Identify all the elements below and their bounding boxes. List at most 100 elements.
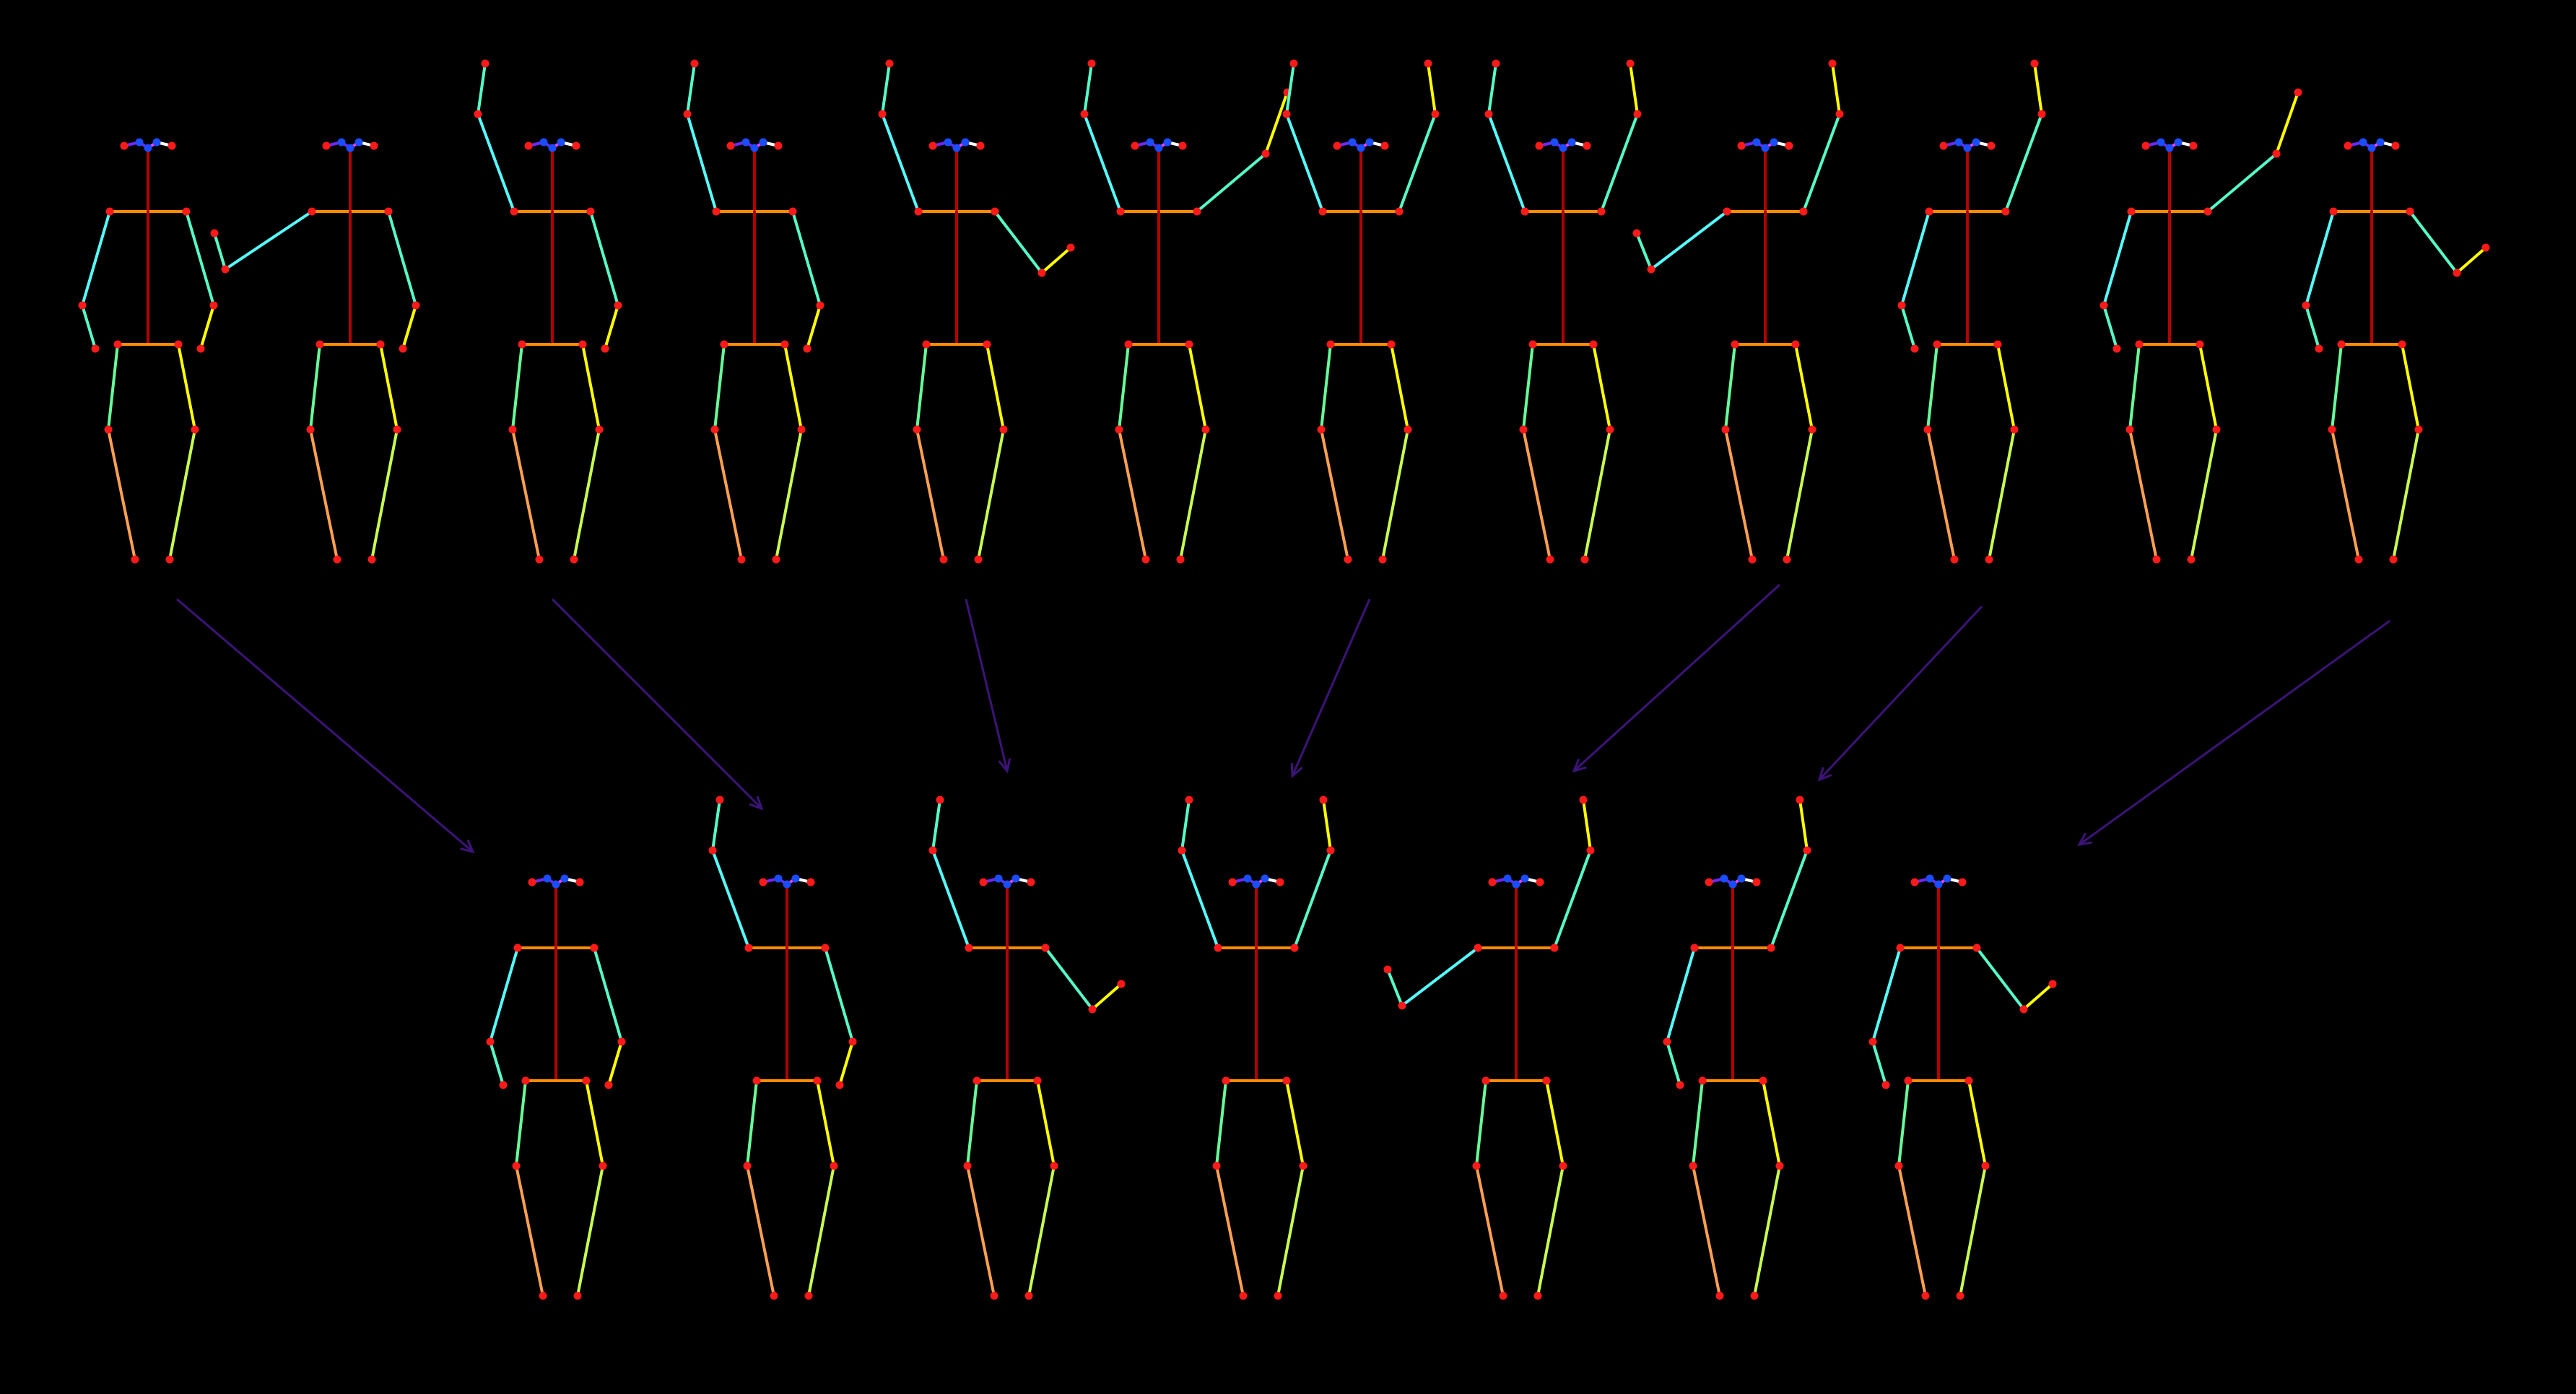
joint	[535, 555, 544, 564]
joint	[752, 1076, 761, 1085]
face-joint	[1963, 144, 1972, 152]
joint	[191, 425, 199, 434]
arrow-layer	[176, 583, 2390, 854]
left-upper-arm-bone	[1600, 113, 1639, 213]
joint	[2141, 141, 2150, 150]
arrowhead-icon	[2077, 832, 2092, 847]
joint	[210, 229, 219, 238]
left-upper-arm-bone	[1293, 849, 1332, 949]
joint	[367, 555, 376, 564]
right-shin-bone	[1724, 428, 1754, 561]
joint	[2037, 110, 2046, 118]
joint	[1115, 425, 1123, 434]
joint	[743, 1162, 752, 1170]
joint	[1580, 555, 1589, 564]
joint	[1985, 555, 1993, 564]
face-joint	[1503, 874, 1512, 883]
joint	[1579, 796, 1588, 804]
joint	[384, 207, 393, 216]
joint	[720, 340, 728, 349]
joint	[928, 846, 937, 855]
joint	[1721, 425, 1730, 434]
joint	[1066, 243, 1075, 252]
joint	[322, 141, 331, 150]
joint	[1088, 1005, 1097, 1014]
joint	[976, 141, 985, 150]
joint	[2048, 980, 2057, 988]
joint	[2398, 340, 2406, 349]
joint	[1124, 340, 1133, 349]
joint	[1796, 796, 1804, 804]
left-shin-bone	[1988, 428, 2016, 561]
right-thigh-bone	[915, 343, 928, 431]
face-joint	[1261, 874, 1269, 883]
joint	[1290, 944, 1299, 952]
joint	[1993, 340, 2002, 349]
arrowhead-icon	[1572, 758, 1587, 773]
right-upper-arm-bone	[477, 113, 515, 213]
left-shin-bone	[775, 428, 803, 561]
arrowhead-icon	[1290, 762, 1303, 779]
joint	[2344, 141, 2352, 150]
joint	[1027, 878, 1035, 887]
joint	[1835, 110, 1844, 118]
right-upper-arm-bone	[1487, 113, 1526, 213]
joint	[1404, 425, 1412, 434]
right-upper-arm-bone	[1650, 210, 1728, 271]
joint	[1378, 555, 1387, 564]
joint	[1626, 59, 1635, 68]
pose-src-9	[1632, 59, 1844, 564]
left-thigh-bone	[1794, 343, 1814, 431]
joint	[306, 425, 315, 434]
right-thigh-bone	[713, 343, 726, 431]
joint	[1387, 340, 1396, 349]
joint	[928, 141, 937, 150]
joint	[1775, 1162, 1784, 1170]
left-upper-arm-bone	[2206, 152, 2278, 213]
joint	[1894, 1162, 1903, 1170]
right-shin-bone	[1118, 428, 1147, 561]
joint	[2337, 340, 2346, 349]
joint	[1690, 944, 1699, 952]
joint	[1542, 1076, 1551, 1085]
joint	[1731, 340, 1739, 349]
left-shin-bone	[1753, 1164, 1781, 1297]
arrowhead-icon	[460, 839, 475, 854]
face-joint	[1728, 880, 1737, 889]
joint	[806, 878, 815, 887]
face-joint	[1146, 138, 1154, 147]
joint	[1214, 944, 1222, 952]
left-forearm-bone	[401, 304, 417, 350]
joint	[1319, 796, 1328, 804]
arrowhead-icon	[749, 796, 764, 811]
right-forearm-bone	[881, 62, 891, 116]
joint	[1185, 340, 1193, 349]
link-arrow-src-5-out-3	[965, 598, 1009, 772]
face-joint	[1163, 138, 1172, 147]
pose-src-12	[2302, 138, 2490, 564]
link-arrow-src-1-out-1	[176, 598, 474, 853]
pose-out-3	[928, 796, 1126, 1300]
right-thigh-bone	[1926, 343, 1938, 431]
right-shin-bone	[1320, 428, 1349, 561]
joint	[120, 141, 129, 150]
joint	[1750, 1291, 1759, 1300]
joint	[1589, 340, 1598, 349]
left-thigh-bone	[816, 1079, 835, 1167]
right-upper-arm-bone	[1083, 113, 1122, 213]
face-joint	[2174, 138, 2183, 147]
left-thigh-bone	[1545, 1079, 1565, 1167]
face-joint	[1926, 874, 1934, 883]
left-shin-bone	[977, 428, 1005, 561]
joint	[412, 301, 420, 310]
right-thigh-bone	[1475, 1079, 1487, 1167]
joint	[539, 1291, 547, 1300]
joint	[878, 110, 887, 118]
joint	[1896, 944, 1905, 952]
joint	[2127, 207, 2136, 216]
left-thigh-bone	[1592, 343, 1611, 431]
joint	[803, 344, 811, 353]
face-joint	[783, 880, 791, 889]
pose-src-1	[78, 138, 218, 564]
right-upper-arm-bone	[686, 113, 718, 213]
